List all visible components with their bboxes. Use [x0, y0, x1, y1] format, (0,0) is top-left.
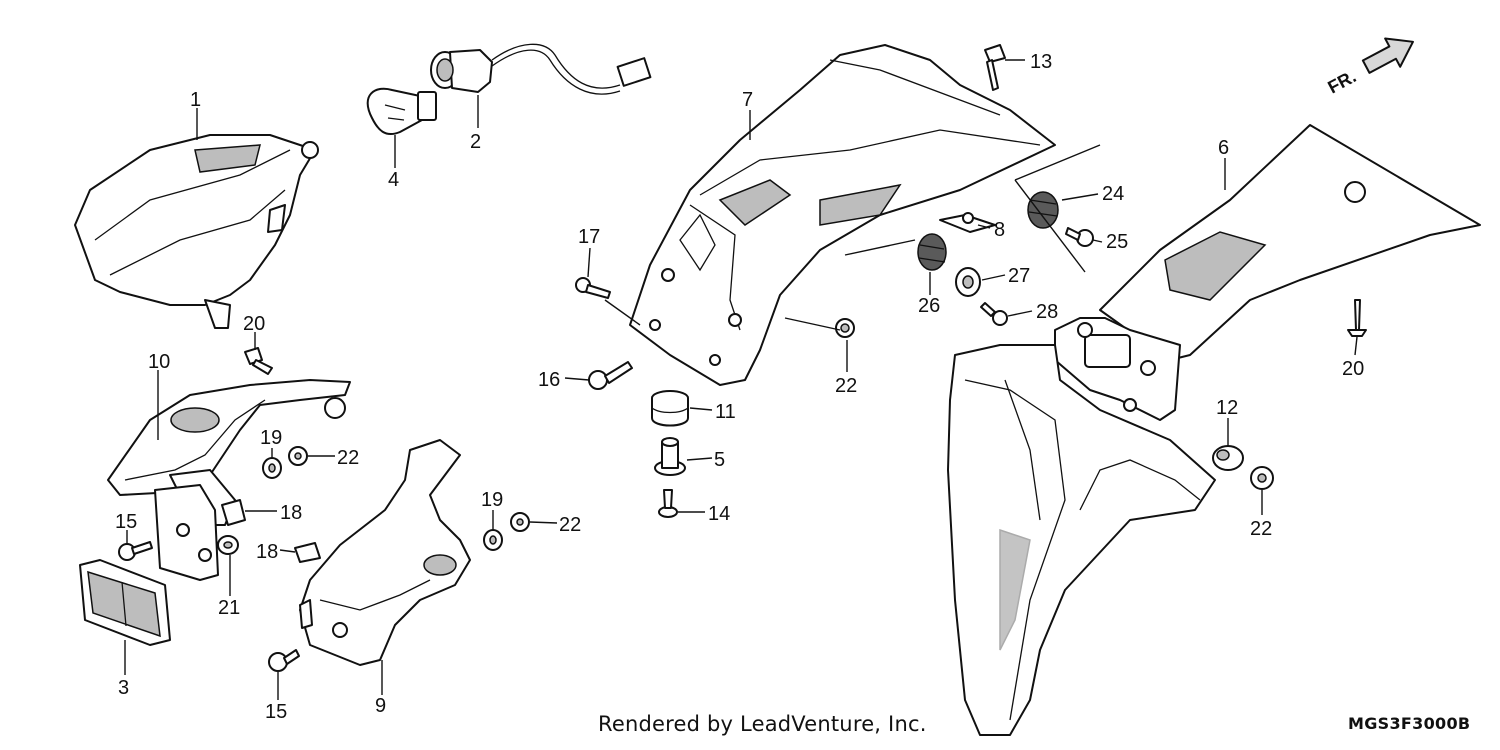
callout: 18 [256, 541, 278, 563]
callout: 24 [1102, 183, 1124, 205]
callout: 14 [708, 503, 730, 525]
reference-lines [604, 144, 1101, 331]
part-3-reflector [79, 559, 171, 646]
callout: 19 [481, 489, 503, 511]
callout: 22 [835, 375, 857, 397]
part-6-rear-fender [947, 124, 1481, 736]
callout: 10 [148, 351, 170, 373]
callout: 13 [1030, 51, 1052, 73]
callout: 4 [388, 169, 399, 191]
hardware [118, 44, 1367, 672]
callout: 3 [118, 677, 129, 699]
callout: 11 [715, 401, 736, 423]
callout: 5 [714, 449, 725, 471]
leader-lines [124, 59, 1358, 700]
part-7-inner-fender [629, 44, 1056, 386]
callout: 17 [578, 226, 600, 248]
direction-label: FR. [1324, 66, 1359, 97]
callout: 20 [243, 313, 265, 335]
callout: 25 [1106, 231, 1128, 253]
callout: 26 [918, 295, 940, 317]
callout: 2 [470, 131, 481, 153]
callout: 1 [190, 89, 201, 111]
callout: 22 [337, 447, 359, 469]
part-4-bulb [366, 87, 437, 136]
callout: 22 [559, 514, 581, 536]
callout: 7 [742, 89, 753, 111]
callout: 12 [1216, 397, 1238, 419]
callout: 18 [280, 502, 302, 524]
render-credit: Rendered by LeadVenture, Inc. [598, 712, 927, 736]
part-1-tail-light [74, 134, 319, 329]
part-9-license-bracket [299, 439, 471, 666]
callout: 19 [260, 427, 282, 449]
callout: 27 [1008, 265, 1030, 287]
callout: 15 [265, 701, 287, 723]
part-10-bracket [107, 379, 351, 581]
front-direction-indicator: FR. [1324, 37, 1414, 97]
callout: 21 [218, 597, 240, 619]
callout: 9 [375, 695, 386, 717]
callout: 6 [1218, 137, 1229, 159]
diagram-code: MGS3F3000B [1348, 714, 1471, 733]
callout: 22 [1250, 518, 1272, 540]
callout: 8 [994, 219, 1005, 241]
callout: 16 [538, 369, 560, 391]
callout: 20 [1342, 358, 1364, 380]
part-2-socket [430, 43, 652, 95]
callouts: 1 2 3 4 5 6 7 8 9 10 11 12 13 14 15 15 1… [115, 51, 1364, 723]
callout: 28 [1036, 301, 1058, 323]
callout: 15 [115, 511, 137, 533]
arrow-icon [1361, 37, 1414, 74]
